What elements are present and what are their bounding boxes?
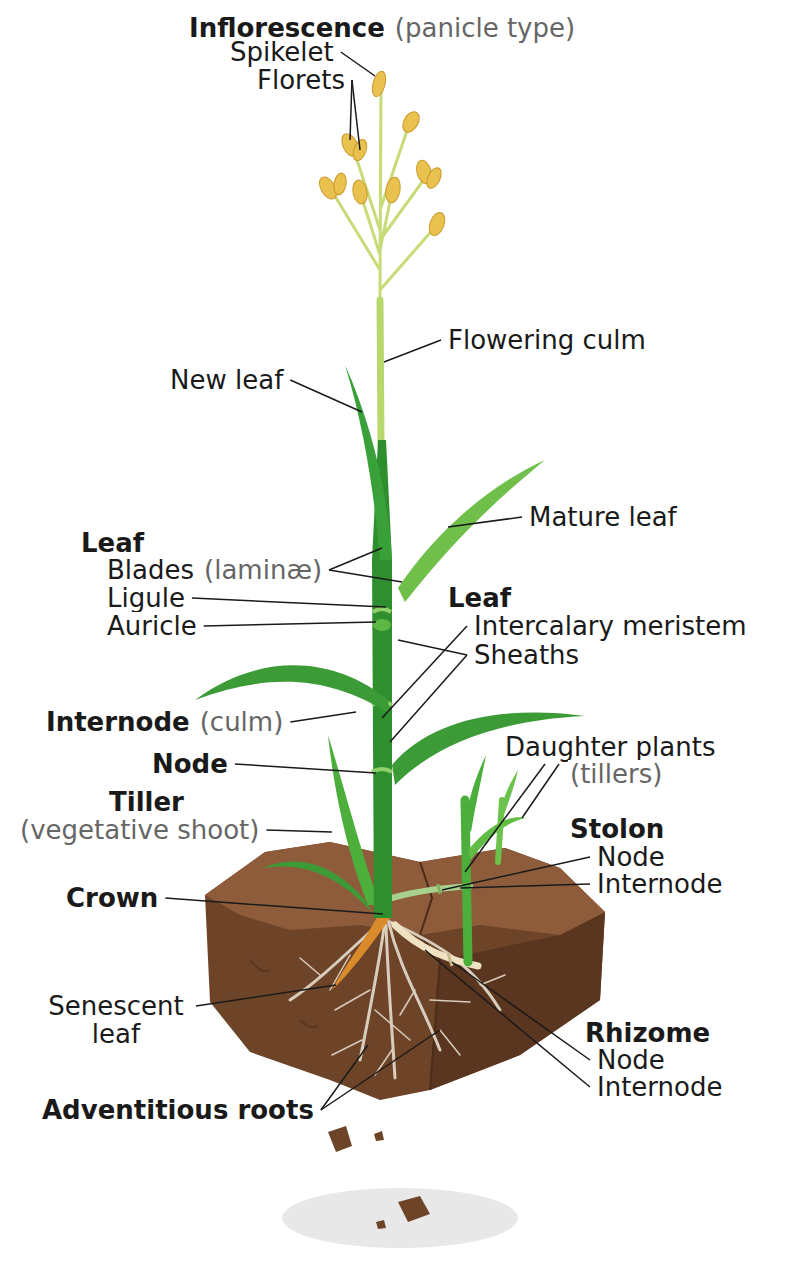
part-label: Rhizome [583, 1019, 712, 1047]
soil-block [205, 842, 605, 935]
part-label: Florets [255, 66, 347, 94]
inflorescence [351, 179, 369, 205]
leader-line [382, 626, 467, 718]
part-label: Leaf [446, 584, 513, 612]
soil-block [420, 862, 440, 1090]
ground-shadow [282, 1188, 518, 1248]
senescent-leaf [332, 912, 390, 990]
leader-line [290, 712, 356, 722]
soil-block [205, 842, 605, 1100]
leaf-blades [195, 365, 585, 785]
part-label: Intercalary meristem [472, 612, 748, 640]
part-label: Internode [595, 870, 724, 898]
part-note: (vegetative shoot) [18, 816, 261, 844]
part-label: Node [595, 843, 667, 871]
rhizome [448, 953, 452, 966]
daughter-tillers [498, 800, 502, 862]
soil-crumbs [328, 1126, 430, 1229]
flowering-culm [380, 300, 381, 445]
soil-crumbs [374, 1131, 384, 1141]
leader-line [460, 884, 590, 888]
part-note: (panicle type) [393, 14, 577, 42]
part-label: Flowering culm [446, 326, 648, 354]
part-label: Internode [44, 708, 192, 736]
leaf-blades [195, 665, 390, 714]
ground-shadow [282, 1188, 518, 1248]
daughter-tillers [501, 770, 518, 815]
leader-line [165, 52, 590, 1110]
part-label: New leaf [168, 366, 285, 394]
adventitious-roots [290, 920, 505, 1078]
part-label: Internode [595, 1073, 724, 1101]
part-label: Blades [105, 556, 196, 584]
leader-line [192, 598, 386, 607]
leader-line [448, 517, 522, 527]
leader-line [196, 985, 336, 1006]
part-label: Leaf [79, 529, 146, 557]
part-label: Mature leaf [527, 503, 679, 531]
part-label: Adventitious roots [40, 1096, 316, 1124]
leader-line [235, 764, 376, 773]
part-label: Auricle [105, 612, 199, 640]
leader-line [442, 857, 590, 890]
inflorescence [316, 70, 448, 300]
inflorescence [316, 70, 448, 238]
senescent-leaf [332, 912, 390, 990]
part-note: (laminæ) [202, 556, 324, 584]
adventitious-roots [300, 955, 505, 1075]
inflorescence [424, 165, 444, 190]
leader-line [329, 548, 382, 570]
leader-line [165, 898, 383, 914]
leader-line [350, 80, 352, 140]
soil-crumbs [376, 1220, 386, 1229]
part-label: Senescent leaf [40, 992, 192, 1048]
part-label: Crown [64, 884, 160, 912]
flowering-culm [380, 300, 381, 445]
soil-crumbs [328, 1126, 352, 1152]
leader-line [390, 655, 467, 742]
leader-line [352, 80, 360, 150]
leader-line [266, 830, 332, 832]
leaf-blades [398, 460, 545, 602]
leader-line [321, 1045, 368, 1110]
leader-line [384, 340, 441, 362]
stolon [438, 884, 440, 894]
leaf-blades [345, 365, 392, 560]
tiller [262, 862, 372, 912]
adventitious-roots [386, 925, 395, 1078]
part-label: Node [150, 750, 230, 778]
part-label: Node [595, 1046, 667, 1074]
inflorescence [330, 80, 436, 300]
part-label: Stolon [568, 815, 666, 843]
part-label: Tiller [107, 788, 186, 816]
leader-line [465, 764, 545, 872]
part-label: Daughter plants [503, 733, 717, 761]
leader-line [329, 570, 402, 582]
leader-line [204, 622, 376, 626]
main-culm [373, 619, 391, 631]
leader-line [425, 950, 590, 1087]
leader-line [321, 1030, 440, 1110]
daughter-tillers [465, 755, 486, 832]
tiller [262, 735, 380, 912]
stolon [392, 886, 470, 898]
inflorescence [426, 210, 447, 237]
leader-line [290, 380, 362, 412]
part-label: Sheaths [472, 641, 581, 669]
inflorescence [399, 109, 422, 135]
soil-crumbs [398, 1196, 430, 1222]
leader-line [522, 764, 559, 818]
inflorescence [332, 172, 348, 196]
soil-block [205, 842, 605, 1100]
part-label: Spikelet [228, 38, 336, 66]
part-note: (culm) [198, 708, 286, 736]
part-note: (tillers) [568, 760, 664, 788]
inflorescence [384, 176, 402, 204]
leader-line [398, 640, 467, 655]
part-label: Ligule [105, 584, 187, 612]
leader-line [452, 962, 590, 1060]
